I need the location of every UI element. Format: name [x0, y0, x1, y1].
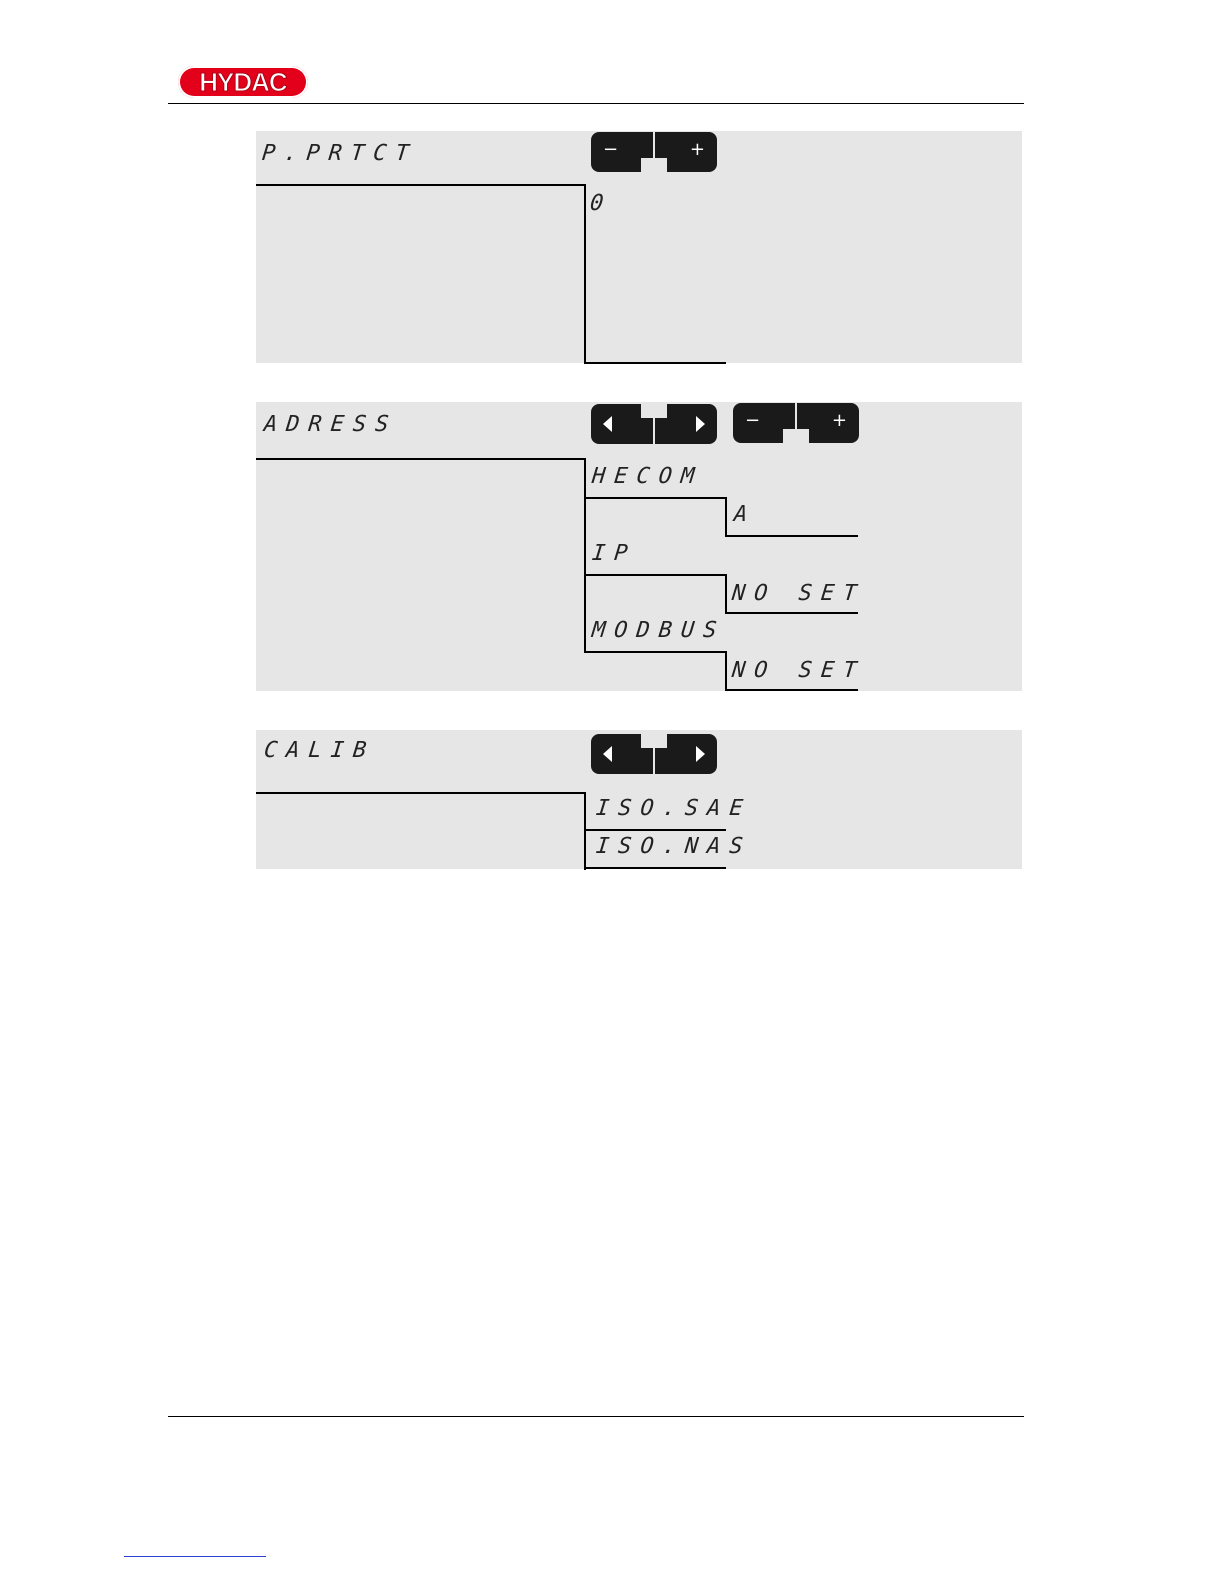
panel-password-protect: P.PRTCT 0 − +: [256, 131, 1022, 363]
connector-line: [725, 497, 727, 537]
connector-line: [584, 497, 726, 499]
hydac-logo: HYDAC: [178, 66, 308, 98]
connector-line: [584, 362, 726, 364]
connector-line: [584, 458, 586, 653]
menu-title: P.PRTCT: [261, 141, 419, 166]
plus-icon: +: [832, 411, 847, 431]
option-label-modbus[interactable]: MODBUS: [591, 618, 727, 643]
option-iso-nas[interactable]: ISO.NAS: [595, 834, 753, 859]
minus-icon: −: [603, 140, 618, 160]
minus-plus-button[interactable]: − +: [591, 132, 717, 172]
panel-calibration: CALIB ISO.SAE ISO.NAS: [256, 730, 1022, 869]
left-right-button[interactable]: [591, 404, 717, 444]
connector-line: [725, 535, 858, 537]
button-notch: [783, 429, 809, 443]
left-right-button[interactable]: [591, 734, 717, 774]
plus-icon: +: [690, 140, 705, 160]
button-notch: [641, 158, 667, 172]
connector-line: [584, 867, 726, 869]
connector-line: [725, 574, 727, 614]
minus-icon: −: [745, 411, 760, 431]
menu-title: CALIB: [263, 738, 377, 763]
button-notch: [641, 734, 667, 748]
panel-address: ADRESS − + HECOM A IP NO SET MODBUS NO S…: [256, 402, 1022, 691]
connector-line: [256, 792, 586, 794]
option-value-modbus: NO SET: [731, 658, 867, 683]
connector-line: [584, 651, 726, 653]
option-iso-sae[interactable]: ISO.SAE: [595, 796, 753, 821]
connector-line: [725, 651, 727, 691]
connector-line: [256, 458, 586, 460]
connector-line: [584, 574, 726, 576]
arrow-left-icon: [603, 416, 612, 432]
header-rule: [168, 103, 1024, 104]
arrow-left-icon: [603, 746, 612, 762]
arrow-right-icon: [696, 416, 705, 432]
logo-text: HYDAC: [199, 67, 286, 98]
connector-line: [725, 689, 858, 691]
option-label-hecom[interactable]: HECOM: [591, 464, 705, 489]
option-label-ip[interactable]: IP: [591, 541, 638, 566]
menu-title: ADRESS: [263, 412, 399, 437]
minus-plus-button[interactable]: − +: [733, 403, 859, 443]
connector-line: [584, 184, 586, 364]
button-notch: [641, 404, 667, 418]
arrow-right-icon: [696, 746, 705, 762]
footer-link-underline[interactable]: [124, 1556, 266, 1557]
connector-line: [256, 184, 586, 186]
protect-value: 0: [589, 191, 614, 216]
connector-line: [584, 829, 726, 831]
connector-line: [725, 612, 858, 614]
option-value-ip: NO SET: [731, 581, 867, 606]
connector-line: [584, 792, 586, 870]
option-value-hecom: A: [733, 502, 758, 527]
footer-rule: [168, 1416, 1024, 1417]
